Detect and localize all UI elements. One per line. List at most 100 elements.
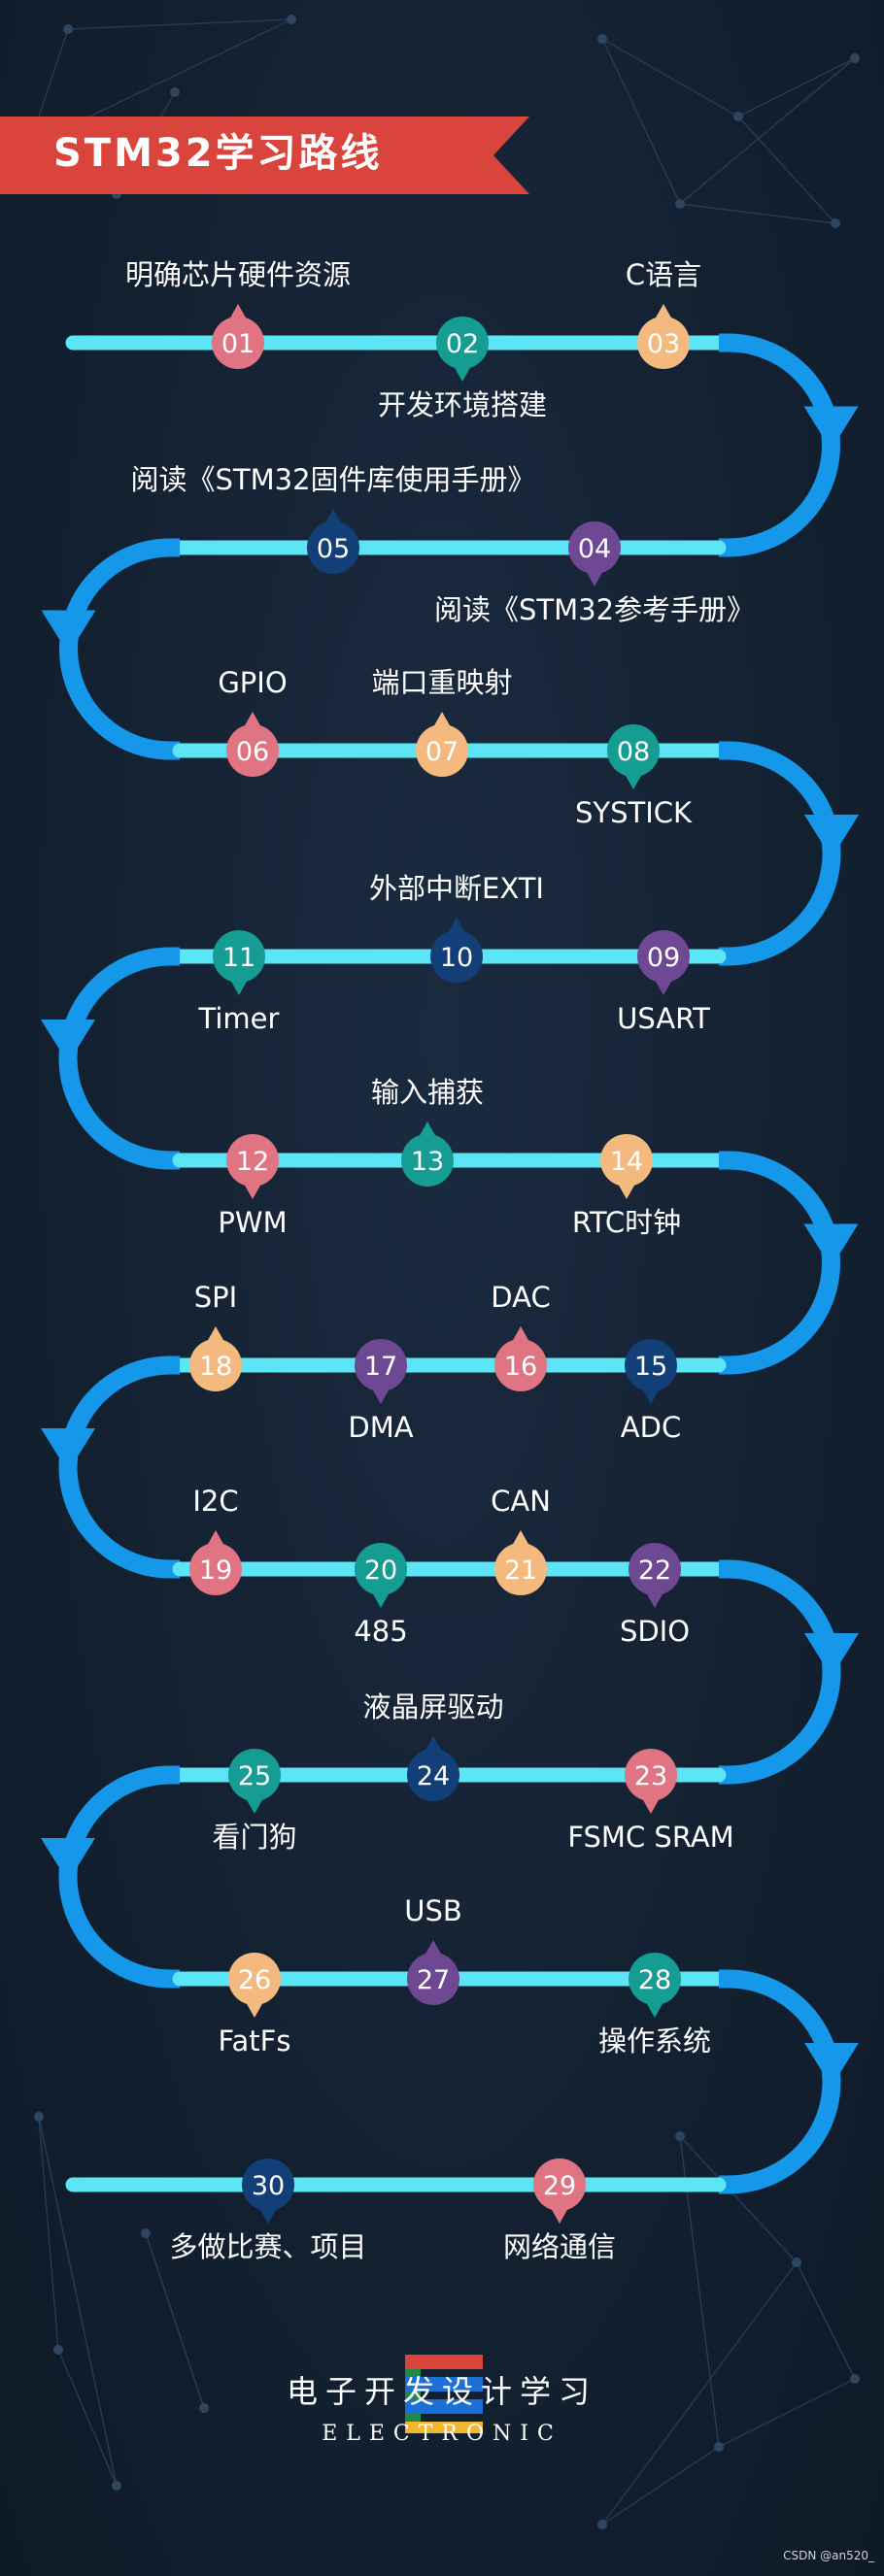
step-number: 09 (647, 943, 680, 973)
step-label-12: PWM (218, 1206, 288, 1239)
step-number: 25 (238, 1761, 271, 1791)
step-number: 03 (647, 329, 680, 359)
step-marker-12: 12 (226, 1134, 279, 1199)
step-number: 27 (417, 1965, 450, 1995)
credit-watermark: CSDN @an520_ (783, 2549, 874, 2562)
step-marker-13: 13 (401, 1121, 454, 1187)
step-label-02: 开发环境搭建 (377, 388, 547, 421)
step-number: 12 (236, 1147, 269, 1177)
step-marker-03: 03 (637, 304, 690, 369)
step-marker-20: 20 (355, 1543, 407, 1608)
step-label-20: 485 (354, 1615, 408, 1648)
step-marker-19: 19 (189, 1530, 242, 1595)
step-number: 28 (638, 1965, 671, 1995)
step-marker-28: 28 (629, 1953, 681, 2018)
step-number: 13 (411, 1147, 444, 1177)
step-number: 14 (610, 1147, 643, 1177)
step-number: 23 (634, 1761, 667, 1791)
step-marker-30: 30 (242, 2158, 294, 2224)
step-marker-01: 01 (212, 304, 264, 369)
step-marker-25: 25 (228, 1749, 281, 1814)
background-network-decoration (24, 15, 860, 2529)
step-marker-27: 27 (407, 1940, 459, 2005)
step-number: 18 (199, 1352, 232, 1382)
step-marker-06: 06 (226, 712, 279, 777)
step-marker-21: 21 (494, 1530, 547, 1595)
step-marker-11: 11 (213, 930, 265, 995)
step-number: 21 (504, 1556, 537, 1586)
step-label-06: GPIO (218, 666, 288, 699)
step-marker-17: 17 (355, 1339, 407, 1404)
step-number: 01 (221, 329, 255, 359)
step-marker-07: 07 (416, 712, 468, 777)
step-number: 19 (199, 1556, 232, 1586)
step-marker-15: 15 (625, 1339, 677, 1404)
step-number: 29 (543, 2171, 576, 2201)
step-label-28: 操作系统 (597, 2024, 711, 2057)
step-marker-16: 16 (494, 1326, 547, 1391)
step-number: 02 (446, 329, 479, 359)
step-marker-24: 24 (407, 1736, 459, 1801)
page-title: STM32学习路线 (53, 131, 383, 176)
step-label-27: USB (404, 1894, 462, 1927)
step-label-19: I2C (192, 1485, 239, 1518)
step-label-01: 明确芯片硬件资源 (124, 258, 351, 291)
step-marker-26: 26 (228, 1953, 281, 2018)
step-marker-22: 22 (629, 1543, 681, 1608)
brand-subtitle: ELECTRONIC (322, 2422, 562, 2446)
step-label-14: RTC时钟 (571, 1206, 682, 1239)
step-label-21: CAN (491, 1485, 551, 1518)
step-label-09: USART (617, 1002, 710, 1035)
step-number: 20 (364, 1556, 397, 1586)
step-marker-18: 18 (189, 1326, 242, 1391)
step-label-30: 多做比赛、项目 (169, 2230, 367, 2263)
step-number: 17 (364, 1352, 397, 1382)
step-marker-08: 08 (607, 724, 660, 789)
step-number: 04 (578, 534, 611, 564)
step-label-15: ADC (620, 1411, 682, 1444)
step-label-10: 外部中断EXTI (369, 872, 544, 905)
step-marker-02: 02 (436, 317, 489, 382)
step-label-23: FSMC SRAM (567, 1821, 734, 1854)
step-label-18: SPI (193, 1281, 238, 1314)
step-marker-23: 23 (625, 1749, 677, 1814)
step-marker-04: 04 (568, 521, 621, 586)
step-label-08: SYSTICK (574, 796, 693, 829)
step-marker-09: 09 (637, 930, 690, 995)
step-marker-10: 10 (430, 918, 483, 983)
step-number: 05 (317, 534, 350, 564)
track-arrows (41, 406, 859, 2087)
step-label-03: C语言 (625, 258, 702, 291)
step-label-17: DMA (348, 1411, 414, 1444)
step-label-22: SDIO (619, 1615, 691, 1648)
step-number: 15 (634, 1352, 667, 1382)
step-marker-14: 14 (600, 1134, 653, 1199)
step-label-07: 端口重映射 (371, 666, 513, 699)
step-label-26: FatFs (218, 2024, 291, 2057)
step-label-04: 阅读《STM32参考手册》 (433, 593, 756, 626)
step-number: 16 (504, 1352, 537, 1382)
step-label-29: 网络通信 (502, 2230, 616, 2263)
step-number: 30 (252, 2171, 285, 2201)
step-number: 06 (236, 737, 269, 767)
title-banner (0, 116, 529, 195)
step-label-24: 液晶屏驱动 (362, 1690, 504, 1723)
step-label-05: 阅读《STM32固件库使用手册》 (130, 463, 536, 496)
step-number: 07 (425, 737, 459, 767)
step-markers: 01 02 03 04 05 06 07 08 09 10 11 12 13 14 15 16 17 18 19 20… (189, 304, 690, 2224)
brand-name: 电子开发设计学习 (286, 2373, 597, 2410)
step-number: 10 (440, 943, 473, 973)
step-number: 11 (222, 943, 255, 973)
step-label-11: Timer (198, 1002, 280, 1035)
step-number: 24 (417, 1761, 450, 1791)
step-marker-29: 29 (533, 2158, 586, 2224)
step-number: 26 (238, 1965, 271, 1995)
brand-logo (405, 2355, 483, 2433)
step-number: 22 (638, 1556, 671, 1586)
step-marker-05: 05 (307, 509, 359, 574)
step-label-13: 输入捕获 (370, 1076, 484, 1109)
step-number: 08 (617, 737, 650, 767)
step-label-25: 看门狗 (212, 1821, 297, 1854)
